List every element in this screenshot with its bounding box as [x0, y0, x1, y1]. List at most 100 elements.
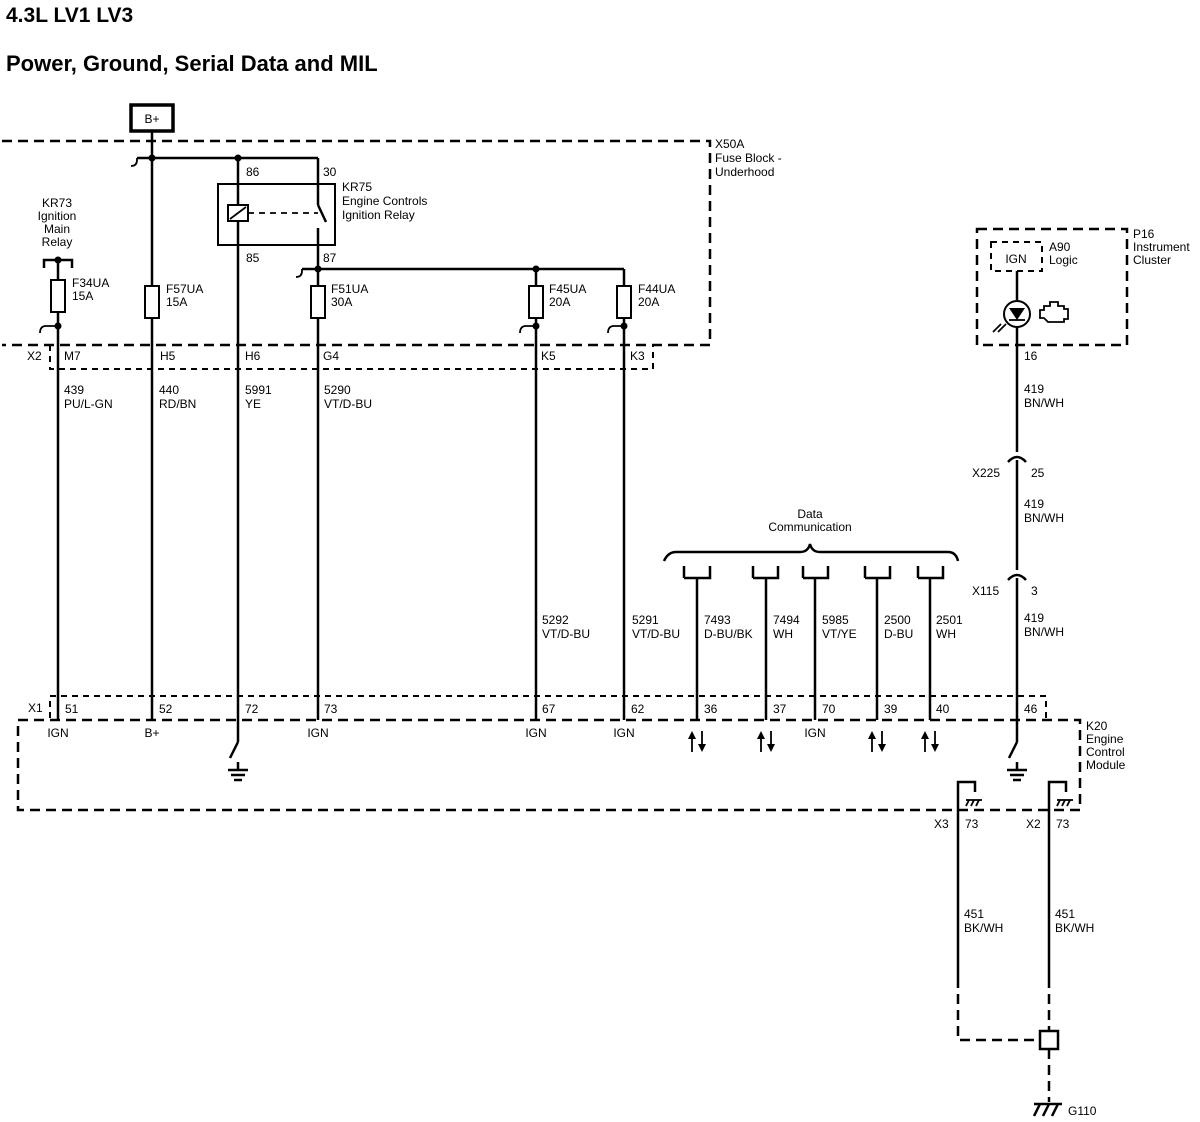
driver-switch-icon	[1007, 741, 1019, 759]
chassis-ground-icon	[1066, 799, 1071, 807]
fuse-rating: 15A	[72, 289, 93, 303]
cluster-outline	[975, 227, 1129, 347]
x1-pin: 37	[773, 702, 787, 716]
x1-pin: 51	[65, 702, 79, 716]
data-comm-label: Communication	[768, 520, 851, 534]
connector-hook	[295, 269, 303, 278]
ecm-outline	[16, 718, 1082, 812]
wire-circuit: 440	[159, 383, 179, 397]
driver-switch-icon	[228, 741, 240, 759]
wire-color: BN/WH	[1024, 625, 1064, 639]
connector-hook	[519, 325, 536, 334]
fuse-rating: 20A	[638, 295, 659, 309]
x1-pin: 70	[822, 702, 836, 716]
light-emit-icon	[997, 323, 1007, 333]
fuse-icon	[616, 285, 632, 319]
fuse-block-id: X50A	[715, 137, 744, 151]
ground-connector-pin: 73	[1056, 817, 1070, 831]
x1-pin: 52	[159, 702, 173, 716]
wire-color: WH	[936, 627, 956, 641]
ground-g110-icon	[1050, 1103, 1060, 1117]
ign-relay-pin: 87	[323, 251, 337, 265]
main-relay-id: KR73	[42, 196, 72, 210]
ign-relay-box	[217, 183, 336, 246]
wire-color: VT/YE	[822, 627, 857, 641]
fuse-id: F45UA	[549, 282, 586, 296]
fuse-id: F34UA	[72, 276, 109, 290]
cluster-name: Cluster	[1133, 253, 1171, 267]
ign-relay-id: KR75	[342, 180, 372, 194]
fuse-id: F57UA	[166, 282, 203, 296]
data-connector-icon	[916, 566, 945, 580]
chassis-ground-terminal-icon	[956, 780, 977, 845]
x1-pin: 36	[704, 702, 718, 716]
data-connector-icon	[751, 566, 780, 580]
battery-label: B+	[144, 112, 159, 126]
ground-point-label: G110	[1068, 1104, 1097, 1118]
light-emit-icon	[992, 323, 1002, 333]
x2-pin: K5	[541, 349, 556, 363]
bidirectional-arrow-icon	[921, 731, 939, 752]
ground-connector-pin: 73	[965, 817, 979, 831]
wire-circuit: 5292	[542, 613, 569, 627]
x1-connector-id: X1	[28, 701, 43, 715]
fuse-id: F44UA	[638, 282, 675, 296]
led-diode-icon	[1009, 308, 1025, 320]
ecm-name: Control	[1086, 745, 1125, 759]
wire-color: VT/D-BU	[542, 627, 590, 641]
wire-circuit: 419	[1024, 497, 1044, 511]
bidirectional-arrow-icon	[868, 731, 886, 752]
data-comm-bracket	[662, 543, 960, 562]
x2-pin: H6	[245, 349, 261, 363]
ground-splice-dashed	[956, 978, 1040, 1042]
x2-pin: G4	[323, 349, 339, 363]
cluster-name: Instrument	[1133, 240, 1190, 254]
data-comm-label: Data	[797, 507, 823, 521]
wire-color: BK/WH	[964, 921, 1003, 935]
fuse-rating: 20A	[549, 295, 570, 309]
ecm-name: Module	[1086, 758, 1126, 772]
wire-color: YE	[245, 397, 261, 411]
ecm-id: K20	[1086, 719, 1108, 733]
ecm-ign-label: IGN	[525, 726, 546, 740]
fuse-rating: 30A	[331, 295, 352, 309]
bidirectional-arrow-icon	[757, 731, 775, 752]
logic-id: A90	[1049, 240, 1071, 254]
connector-hook	[130, 158, 138, 167]
x1-pin: 39	[884, 702, 898, 716]
wire-color: BN/WH	[1024, 511, 1064, 525]
fuse-block-outline	[2, 139, 712, 347]
chassis-ground-icon	[1056, 799, 1061, 807]
ign-relay-name: Engine Controls	[342, 194, 427, 208]
relay-switch-icon	[316, 204, 328, 223]
chassis-ground-icon	[970, 799, 975, 807]
x1-pin: 67	[542, 702, 556, 716]
x1-pin: 46	[1024, 702, 1038, 716]
wire-color: RD/BN	[159, 397, 196, 411]
fuse-block-name: Fuse Block -	[715, 151, 782, 165]
wire-color: VT/D-BU	[324, 397, 372, 411]
logic-name: Logic	[1049, 253, 1078, 267]
check-engine-icon	[1039, 301, 1069, 323]
logic-outline	[990, 241, 1043, 272]
ign-relay-pin: 85	[246, 251, 260, 265]
ground-g110-icon	[1041, 1103, 1051, 1117]
fuse-rating: 15A	[166, 295, 187, 309]
ecm-name: Engine	[1086, 732, 1124, 746]
ecm-ign-label: IGN	[613, 726, 634, 740]
wire-color: WH	[773, 627, 793, 641]
wire-circuit: 5991	[245, 383, 272, 397]
wire-circuit: 439	[64, 383, 84, 397]
data-connector-icon	[682, 566, 712, 580]
main-relay-name: Ignition	[38, 209, 77, 223]
ign-relay-pin: 30	[323, 165, 337, 179]
chassis-ground-terminal-icon	[1047, 780, 1068, 845]
fuse-icon	[310, 285, 326, 319]
main-relay-name: Relay	[42, 235, 73, 249]
x2-pin: K3	[630, 349, 645, 363]
relay-coil-icon	[229, 206, 247, 220]
wire-color: BK/WH	[1055, 921, 1094, 935]
ecm-ign-label: IGN	[47, 726, 68, 740]
inline-connector-id: X225	[972, 466, 1000, 480]
ecm-ign-label: IGN	[307, 726, 328, 740]
